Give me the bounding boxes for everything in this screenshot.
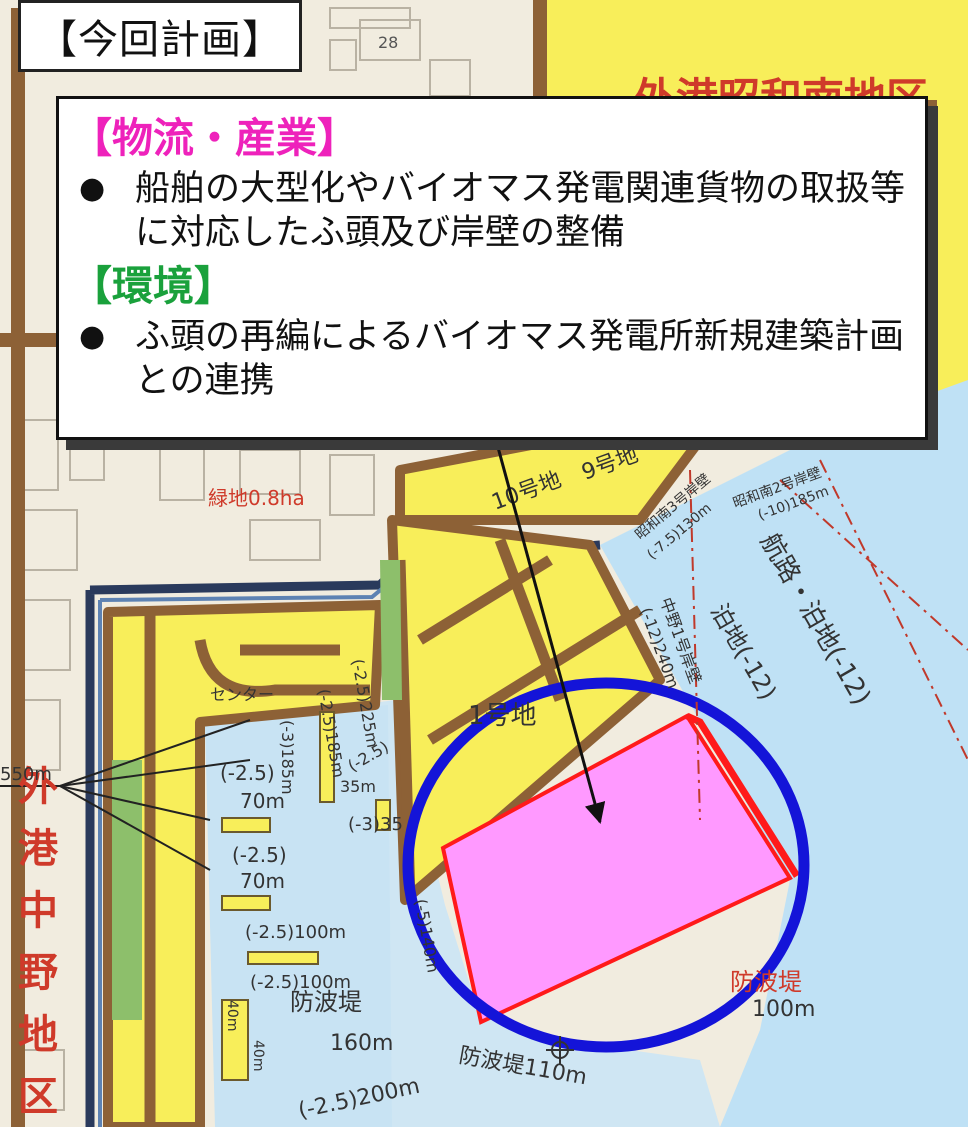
green-area-label: 緑地0.8ha: [208, 486, 305, 510]
length-label-550: 550m: [0, 764, 52, 785]
callout-leader-arrow: [494, 439, 606, 825]
depth-label-70a: (-2.5): [220, 761, 275, 785]
logistics-bullet-text: 船舶の大型化やバイオマス発電関連貨物の取扱等に対応したふ頭及び岸壁の整備: [135, 169, 906, 253]
lot-1-label: 1号地: [468, 701, 537, 731]
reclaimed-lots: [103, 425, 705, 1127]
length-label-70a: 70m: [240, 789, 285, 813]
bullet-dot: ●: [79, 171, 106, 206]
environment-heading: 【環境】: [71, 262, 235, 310]
depth-label-185a: (-3)185m: [278, 720, 297, 795]
northern-port-zone: [540, 0, 968, 100]
district-west-label: 外港中野地区: [18, 764, 59, 1120]
length-label-70b: 70m: [240, 869, 285, 893]
highlight-circle: [402, 677, 810, 1053]
bullet-dot: ●: [79, 319, 106, 354]
length-label-40a: 40m: [224, 1000, 240, 1031]
planned-development-area: [440, 713, 793, 1025]
length-label-35: 35m: [340, 777, 376, 796]
inner-basin: [205, 705, 392, 1127]
channel-dashed-lines: [689, 459, 968, 821]
depth-label-35b: (-3)35: [348, 814, 403, 835]
breakwater-160-length: 160m: [330, 1031, 393, 1056]
berth-marks: [221, 711, 391, 1081]
breakwater-160-label: 防波堤: [290, 988, 362, 1016]
plan-title: 【今回計画】: [37, 17, 283, 63]
leader-lines: [0, 719, 251, 871]
plan-title-box: 【今回計画】: [18, 0, 302, 72]
environment-bullet: ● ふ頭の再編によるバイオマス発電所新規建築計画との連携: [71, 315, 907, 403]
district-west-label-text: 外港中野地区: [18, 764, 59, 1120]
logistics-bullet: ● 船舶の大型化やバイオマス発電関連貨物の取扱等に対応したふ頭及び岸壁の整備: [71, 167, 907, 255]
depth-label-100a: (-2.5)100m: [245, 922, 346, 943]
plan-callout: 【物流・産業】 ● 船舶の大型化やバイオマス発電関連貨物の取扱等に対応したふ頭及…: [56, 96, 928, 440]
depth-label-100b: (-2.5)100m: [250, 972, 351, 993]
logistics-heading: 【物流・産業】: [71, 114, 358, 162]
breakwater-100-label: 防波堤: [730, 968, 802, 996]
planned-berth-line: [685, 712, 800, 878]
environment-bullet-text: ふ頭の再編によるバイオマス発電所新規建築計画との連携: [135, 317, 904, 401]
breakwater-100-length: 100m: [752, 997, 815, 1022]
depth-label-70b: (-2.5): [232, 843, 287, 867]
lighthouse-icon: [546, 1036, 574, 1064]
green-belt: [112, 560, 402, 1020]
road-network-north: [0, 0, 937, 1127]
number-28-label: 28: [378, 33, 398, 52]
center-label: センター: [210, 685, 274, 704]
length-label-40b: 40m: [250, 1040, 266, 1071]
